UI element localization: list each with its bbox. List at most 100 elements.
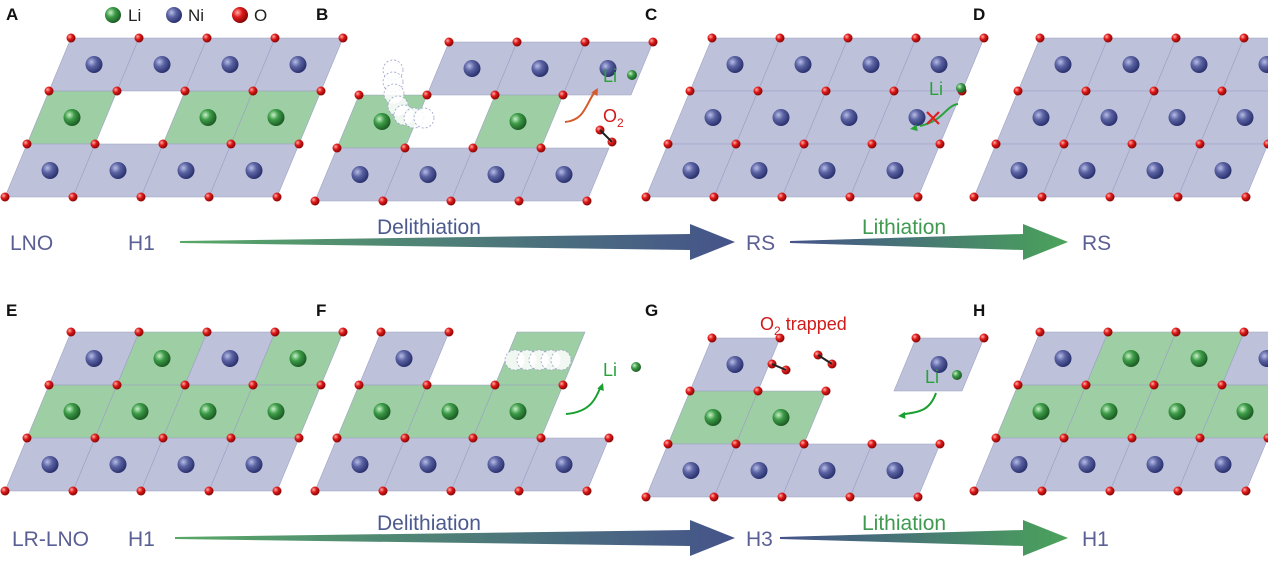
o-atom: [134, 327, 144, 337]
o-atom: [204, 192, 214, 202]
ni-atom: [682, 162, 700, 179]
ni-layer-tile: [1199, 90, 1268, 145]
o-atom: [777, 492, 787, 502]
ni-atom: [1122, 56, 1140, 73]
o-atom: [444, 37, 454, 47]
o-atom: [777, 192, 787, 202]
ni-atom: [177, 456, 195, 473]
li-atom: [1032, 403, 1050, 420]
o-atom: [180, 86, 190, 96]
o-atom: [226, 433, 236, 443]
li-extracted-atom-f: [631, 362, 641, 372]
ni-atom: [1032, 109, 1050, 126]
ni-atom: [41, 456, 59, 473]
li-inserted-label-g: Li: [925, 367, 939, 387]
li-layer-tile: [1199, 384, 1268, 439]
o-atom: [1149, 380, 1159, 390]
li-return-arrow-c: [919, 103, 959, 127]
o-atom: [134, 33, 144, 43]
ni-atom: [1190, 56, 1208, 73]
o-atom: [1239, 33, 1249, 43]
delithiation-arrow-row1: [180, 224, 735, 260]
ni-atom: [908, 109, 926, 126]
o-atom: [799, 439, 809, 449]
o-atom: [44, 380, 54, 390]
li-out-arrowhead-f: [597, 383, 604, 391]
ni-atom: [1214, 162, 1232, 179]
o-atom: [202, 33, 212, 43]
legend-li-atom: [105, 7, 121, 23]
o-atom: [338, 33, 348, 43]
ni-atom: [750, 162, 768, 179]
ni-atom: [395, 350, 413, 367]
row1-delithiation-label: Delithiation: [377, 216, 481, 239]
o-atom: [158, 433, 168, 443]
li-atom: [267, 403, 285, 420]
o-atom: [490, 380, 500, 390]
ni-atom: [930, 56, 948, 73]
ni-atom: [487, 456, 505, 473]
o-atom: [1263, 139, 1268, 149]
o2-bond: [817, 354, 833, 365]
o-atom: [202, 327, 212, 337]
o-atom: [991, 433, 1001, 443]
o-atom: [1173, 192, 1183, 202]
o2-trapped-label-g: O2 trapped: [760, 314, 847, 338]
li-atom: [373, 403, 391, 420]
o-atom: [867, 139, 877, 149]
o-atom: [310, 196, 320, 206]
lithiation-arrow-row2: [780, 520, 1068, 556]
o-atom: [294, 433, 304, 443]
o-atom: [1263, 433, 1268, 443]
row2-lithiation-label: Lithiation: [862, 512, 946, 535]
li-atom: [373, 113, 391, 130]
panel-label-h: H: [973, 301, 985, 320]
ni-atom: [1258, 350, 1268, 367]
li-blocked-atom-c: [956, 83, 966, 93]
o-atom: [316, 380, 326, 390]
li-out-arrow-f: [565, 385, 602, 415]
o-atom: [400, 143, 410, 153]
ni-atom: [109, 456, 127, 473]
o-atom: [1149, 86, 1159, 96]
li-atom: [1168, 403, 1186, 420]
li-extracted-label-b: Li: [603, 66, 617, 86]
ni-atom: [221, 56, 239, 73]
o-atom: [68, 192, 78, 202]
o-atom: [1103, 327, 1113, 337]
o-atom: [1239, 327, 1249, 337]
panels-layer: [0, 7, 1268, 556]
ni-atom: [351, 456, 369, 473]
o-atom: [911, 33, 921, 43]
ni-atom: [704, 109, 722, 126]
ni-atom: [221, 350, 239, 367]
o-atom: [707, 333, 717, 343]
o-atom: [685, 86, 695, 96]
o-atom: [753, 86, 763, 96]
o-atom: [1037, 486, 1047, 496]
o-atom: [1059, 433, 1069, 443]
ni-atom: [419, 166, 437, 183]
o-atom: [294, 139, 304, 149]
o-atom: [310, 486, 320, 496]
o-atom: [354, 90, 364, 100]
ni-atom: [177, 162, 195, 179]
o-atom: [1013, 86, 1023, 96]
li-in-arrowhead-g: [898, 411, 906, 419]
o-atom: [799, 139, 809, 149]
o-atom: [1127, 433, 1137, 443]
legend-ni-label: Ni: [188, 6, 204, 25]
o-atom: [514, 196, 524, 206]
o-atom: [66, 33, 76, 43]
ni-atom: [1236, 109, 1254, 126]
ni-atom: [794, 56, 812, 73]
ni-atom: [487, 166, 505, 183]
lithiation-arrow-row1: [790, 224, 1068, 260]
ni-atom: [1078, 162, 1096, 179]
row1-material-label: LNO: [10, 232, 53, 255]
li-atom: [1122, 350, 1140, 367]
li-atom: [199, 403, 217, 420]
ni-atom: [1078, 456, 1096, 473]
o-atom: [969, 192, 979, 202]
ni-atom: [862, 56, 880, 73]
